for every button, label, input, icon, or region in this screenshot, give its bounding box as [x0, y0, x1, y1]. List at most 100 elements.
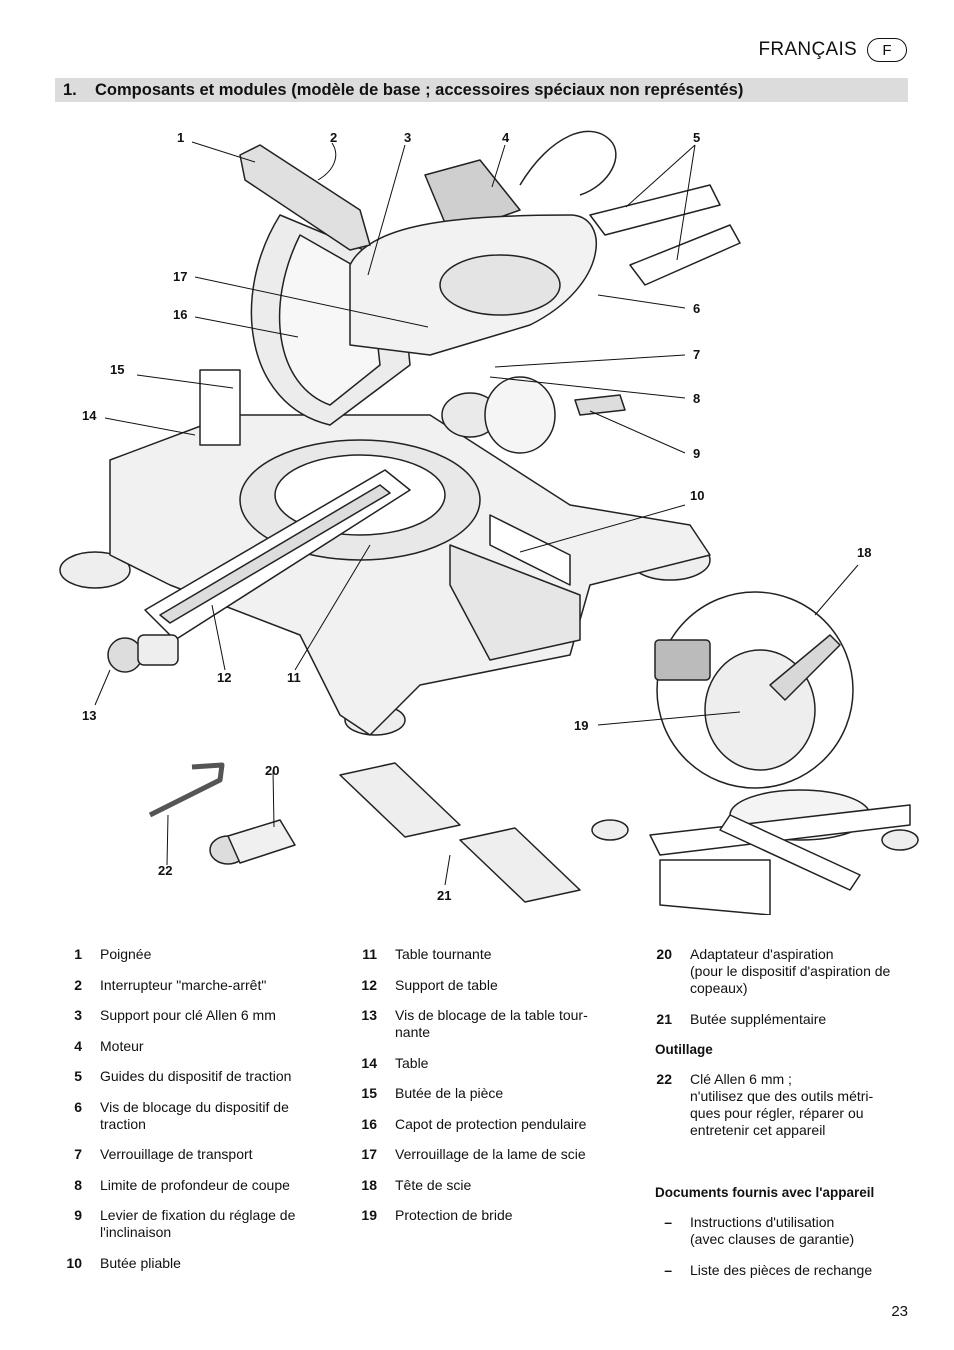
- documents-item: – Instructions d'utilisation (avec clause…: [650, 1214, 910, 1248]
- parts-list-item: 21 Butée supplémentaire: [650, 1011, 910, 1028]
- item-text: Vis de blocage du dispositif de traction: [100, 1098, 289, 1132]
- tools-heading: Outillage: [655, 1042, 713, 1057]
- miter-saw-illustration: 1 2 3 4 5 6 7 8 9 10 11 12 13 14 15 16 1…: [50, 115, 920, 916]
- callout-5: 5: [693, 130, 700, 145]
- callout-3: 3: [404, 130, 411, 145]
- item-number: 20: [656, 946, 672, 962]
- item-text: Verrouillage de transport: [100, 1146, 253, 1162]
- parts-list-item: 13 Vis de blocage de la table tour- nante: [355, 1007, 615, 1041]
- callout-10: 10: [690, 488, 704, 503]
- item-number: 19: [361, 1207, 377, 1223]
- callout-11: 11: [287, 670, 301, 685]
- item-text: Guides du dispositif de traction: [100, 1068, 292, 1084]
- item-text: Vis de blocage de la table tour- nante: [395, 1007, 588, 1040]
- page-number: 23: [891, 1303, 908, 1320]
- item-text: Instructions d'utilisation (avec clauses…: [690, 1214, 855, 1247]
- item-text: Support pour clé Allen 6 mm: [100, 1007, 276, 1023]
- item-number: 21: [656, 1010, 672, 1027]
- item-number: 14: [361, 1054, 377, 1071]
- callout-4: 4: [502, 130, 510, 145]
- parts-list-item: 15 Butée de la pièce: [355, 1085, 615, 1102]
- item-text: Liste des pièces de rechange: [690, 1261, 873, 1278]
- item-text: Table: [395, 1054, 429, 1071]
- item-number: 1: [74, 946, 82, 962]
- item-number: 2: [74, 976, 82, 993]
- item-number: 17: [361, 1146, 377, 1162]
- item-text: Butée supplémentaire: [690, 1010, 827, 1027]
- callout-12: 12: [217, 670, 231, 685]
- item-number: 8: [74, 1176, 82, 1193]
- parts-list-item: 1 Poignée: [60, 946, 330, 963]
- parts-list-item: 4 Moteur: [60, 1038, 330, 1055]
- callout-6: 6: [693, 301, 700, 316]
- item-number: 22: [656, 1071, 672, 1087]
- callout-9: 9: [693, 446, 700, 461]
- item-text: Levier de fixation du réglage de l'incli…: [100, 1207, 296, 1240]
- item-text: Support de table: [395, 976, 498, 993]
- parts-list-item: 3 Support pour clé Allen 6 mm: [60, 1007, 330, 1024]
- item-number: 16: [361, 1115, 377, 1132]
- parts-list-item: 7 Verrouillage de transport: [60, 1146, 330, 1163]
- item-number: 4: [74, 1037, 82, 1054]
- item-number: 7: [74, 1146, 82, 1162]
- callout-19: 19: [574, 718, 588, 733]
- item-number: 9: [74, 1207, 82, 1223]
- item-text: Adaptateur d'aspiration (pour le disposi…: [690, 946, 891, 996]
- callout-22: 22: [158, 863, 172, 878]
- parts-list-item: 8 Limite de profondeur de coupe: [60, 1177, 330, 1194]
- item-number: 13: [361, 1007, 377, 1023]
- item-text: Capot de protection pendulaire: [395, 1115, 587, 1132]
- item-number: 12: [361, 976, 377, 993]
- figure-callouts: 1 2 3 4 5 6 7 8 9 10 11 12 13 14 15 16 1…: [82, 130, 871, 903]
- parts-list-item: 14 Table: [355, 1055, 615, 1072]
- item-number: 5: [74, 1068, 82, 1084]
- language-indicator: FRANÇAIS F: [759, 38, 907, 62]
- parts-list-item: 12 Support de table: [355, 977, 615, 994]
- item-text: Protection de bride: [395, 1207, 513, 1223]
- callout-1: 1: [177, 130, 184, 145]
- item-text: Butée de la pièce: [395, 1085, 504, 1101]
- item-number: 10: [66, 1254, 82, 1271]
- parts-list-item: 2 Interrupteur "marche-arrêt": [60, 977, 330, 994]
- illustration-canvas: 1 2 3 4 5 6 7 8 9 10 11 12 13 14 15 16 1…: [59, 130, 919, 916]
- callout-21: 21: [437, 888, 451, 903]
- callout-20: 20: [265, 763, 279, 778]
- callout-13: 13: [82, 708, 96, 723]
- parts-list-item: 5 Guides du dispositif de traction: [60, 1068, 330, 1085]
- section-number: 1.: [63, 80, 77, 99]
- item-number: 3: [74, 1007, 82, 1023]
- parts-list-column-1: 1 Poignée 2 Interrupteur "marche-arrêt" 3 S…: [60, 946, 330, 1285]
- callout-18: 18: [857, 545, 871, 560]
- item-bullet: –: [664, 1261, 672, 1278]
- item-text: Interrupteur "marche-arrêt": [100, 976, 267, 993]
- parts-list-item: 19 Protection de bride: [355, 1207, 615, 1224]
- parts-list-item: 16 Capot de protection pendulaire: [355, 1116, 615, 1133]
- documents-heading: Documents fournis avec l'appareil: [655, 1185, 875, 1200]
- item-bullet: –: [664, 1214, 672, 1230]
- item-text: Moteur: [100, 1037, 144, 1054]
- documents-item: – Liste des pièces de rechange: [650, 1262, 910, 1279]
- item-number: 11: [362, 946, 377, 962]
- parts-list-item: 17 Verrouillage de la lame de scie: [355, 1146, 615, 1163]
- item-number: 15: [361, 1085, 377, 1101]
- section-heading: 1. Composants et modules (modèle de base…: [55, 78, 908, 102]
- item-text: Table tournante: [395, 946, 492, 962]
- language-code-badge: F: [867, 38, 907, 62]
- item-text: Clé Allen 6 mm ; n'utilisez que des outi…: [690, 1071, 874, 1138]
- section-title: Composants et modules (modèle de base ; …: [95, 80, 744, 99]
- parts-list-column-3: 20 Adaptateur d'aspiration (pour le dispo…: [650, 946, 910, 1292]
- callout-16: 16: [173, 307, 187, 322]
- callout-2: 2: [330, 130, 337, 145]
- language-label: FRANÇAIS: [758, 39, 857, 60]
- item-text: Tête de scie: [395, 1176, 472, 1193]
- item-text: Poignée: [100, 946, 152, 962]
- callout-7: 7: [693, 347, 700, 362]
- tools-item: 22 Clé Allen 6 mm ; n'utilisez que des ou…: [650, 1071, 910, 1139]
- item-text: Verrouillage de la lame de scie: [395, 1146, 586, 1162]
- item-text: Limite de profondeur de coupe: [100, 1176, 290, 1193]
- item-text: Butée pliable: [100, 1254, 181, 1271]
- parts-list-item: 11 Table tournante: [355, 946, 615, 963]
